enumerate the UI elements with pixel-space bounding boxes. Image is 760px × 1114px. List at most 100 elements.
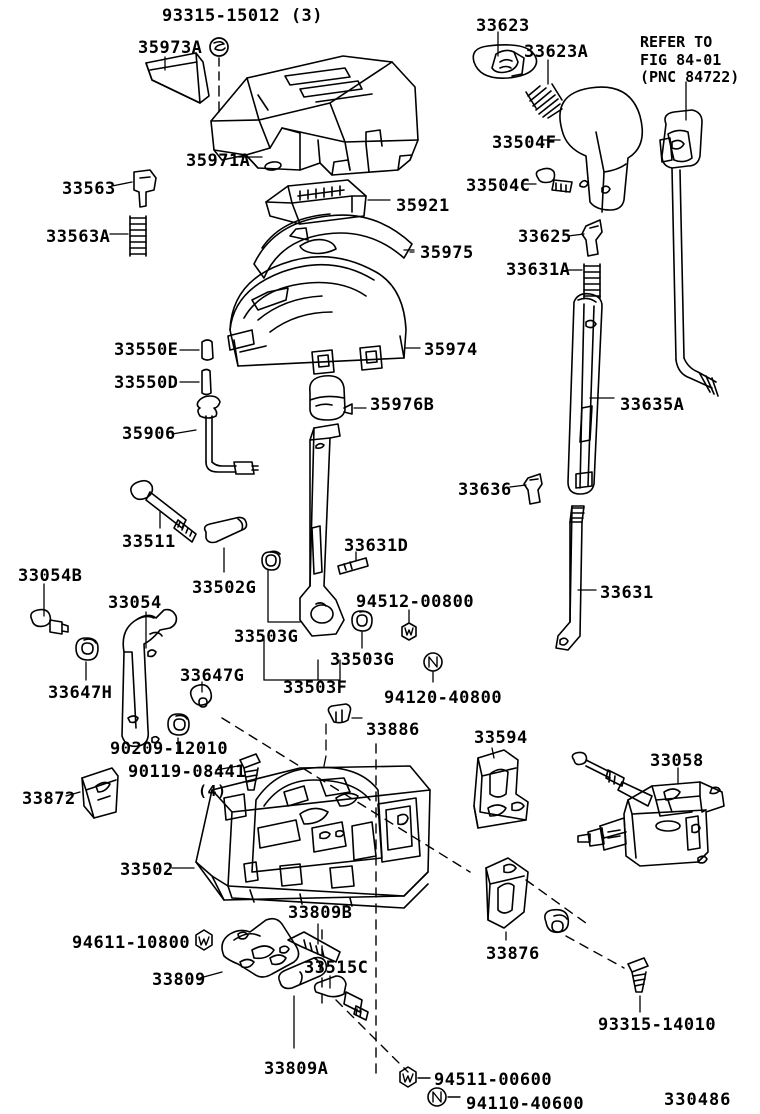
label-90119-08441: 90119-08441	[128, 762, 247, 782]
label-33504f: 33504F	[492, 133, 557, 153]
label-33809: 33809	[152, 970, 206, 990]
leader-35906	[171, 429, 197, 435]
label-33625: 33625	[518, 227, 572, 247]
label-35974: 35974	[424, 340, 478, 360]
part-33635a-guide	[567, 292, 603, 495]
leader-33625	[567, 233, 585, 237]
part-94110-40600-nut	[427, 1087, 461, 1107]
label-33636: 33636	[458, 480, 512, 500]
label-33504c: 33504C	[466, 176, 531, 196]
part-35921-indicator-plate	[265, 179, 367, 225]
label-33563a: 33563A	[46, 227, 111, 247]
part-33809b-pin	[287, 931, 341, 963]
label-33550d: 33550D	[114, 373, 179, 393]
label-33886: 33886	[366, 720, 420, 740]
part-33054b-pin	[30, 608, 69, 635]
part-33809a-bush	[278, 956, 328, 990]
part-33503g-bush-left	[261, 550, 281, 571]
part-33647h-bush	[75, 637, 99, 661]
part-33876-bracket	[485, 857, 529, 929]
part-94511-00600-washer	[399, 1066, 417, 1088]
part-33623-button	[472, 44, 538, 79]
part-33504f-knob	[559, 86, 644, 213]
part-33502-housing	[195, 765, 431, 909]
part-33594-bracket	[473, 749, 529, 829]
label-33563: 33563	[62, 179, 116, 199]
leader-90119	[215, 765, 239, 771]
leader-33636	[509, 484, 527, 488]
part-33504c-screw	[535, 167, 573, 193]
label-33631a: 33631A	[506, 260, 571, 280]
label-33502g: 33502G	[192, 578, 257, 598]
part-33563-pin	[133, 169, 157, 208]
part-33563a-spring	[129, 215, 147, 257]
label-94512-00800: 94512-00800	[356, 592, 475, 612]
label-33872: 33872	[22, 789, 76, 809]
part-33625-pin	[581, 219, 603, 257]
part-33550d-pin	[201, 368, 212, 396]
label-35976b: 35976B	[370, 395, 435, 415]
leader-33563	[111, 181, 133, 187]
part-33636-clip	[523, 473, 543, 505]
part-94120-40800-nut	[423, 652, 443, 683]
label-94120-40800: 94120-40800	[384, 688, 503, 708]
part-33550e-pin	[201, 339, 214, 361]
label-93315-14010: 93315-14010	[598, 1015, 717, 1035]
label-94611-10800: 94611-10800	[72, 933, 191, 953]
label-35906: 35906	[122, 424, 176, 444]
leader-33594	[491, 747, 495, 759]
part-33631-rod	[555, 505, 585, 651]
part-93315-15012-screw	[209, 37, 229, 113]
part-35974-console	[227, 255, 407, 375]
part-33511-bolt	[130, 479, 197, 543]
part-33809-lever	[221, 917, 300, 978]
label-33515c: 33515C	[304, 958, 369, 978]
part-90209-12010-washer	[167, 713, 190, 736]
reference-note: REFER TO FIG 84-01 (PNC 84722)	[640, 33, 740, 87]
part-33502g-bush	[203, 516, 248, 544]
part-35906-switch-wire	[196, 395, 259, 475]
label-35975: 35975	[420, 243, 474, 263]
part-35973a-strip	[145, 52, 210, 104]
part-33503f-lever	[299, 423, 345, 637]
label-35973a: 35973A	[138, 38, 203, 58]
label-33054: 33054	[108, 593, 162, 613]
label-33502: 33502	[120, 860, 174, 880]
part-33872-bracket	[81, 767, 119, 819]
label-33623: 33623	[476, 16, 530, 36]
label-35971a: 35971A	[186, 151, 251, 171]
label-33503g-left: 33503G	[234, 627, 299, 647]
leader-33503g-left	[267, 569, 301, 623]
label-94511-00600: 94511-00600	[434, 1070, 553, 1090]
label-33631: 33631	[600, 583, 654, 603]
label-90119-quantity: (4)	[198, 782, 227, 800]
label-33876: 33876	[486, 944, 540, 964]
part-94512-00800-washer	[401, 622, 417, 641]
part-84722-harness	[659, 109, 719, 397]
label-33623a: 33623A	[524, 42, 589, 62]
label-33809b: 33809B	[288, 903, 353, 923]
label-33594: 33594	[474, 728, 528, 748]
assembly-dashed-lines	[221, 717, 625, 1081]
label-33635a: 33635A	[620, 395, 685, 415]
part-35971a-panel	[210, 55, 419, 176]
leader-33872	[65, 791, 81, 797]
label-33054b: 33054B	[18, 566, 83, 586]
part-33631a-spring	[583, 263, 601, 299]
label-33058: 33058	[650, 751, 704, 771]
part-35975-trim	[253, 213, 413, 279]
label-33503g-right: 33503G	[330, 650, 395, 670]
part-33058-control-assembly	[571, 751, 725, 867]
part-35976b-cap	[308, 374, 353, 421]
part-33631d-pin	[337, 557, 369, 575]
label-93315-15012: 93315-15012 (3)	[162, 6, 324, 26]
part-33623a-spring	[525, 83, 563, 119]
part-33886-clip	[327, 703, 352, 724]
part-93315-14010-screw	[627, 957, 649, 993]
label-33647h: 33647H	[48, 683, 113, 703]
part-grommet-lower	[544, 908, 570, 934]
drawing-number: 330486	[664, 1090, 732, 1110]
label-90209-12010: 90209-12010	[110, 739, 229, 759]
